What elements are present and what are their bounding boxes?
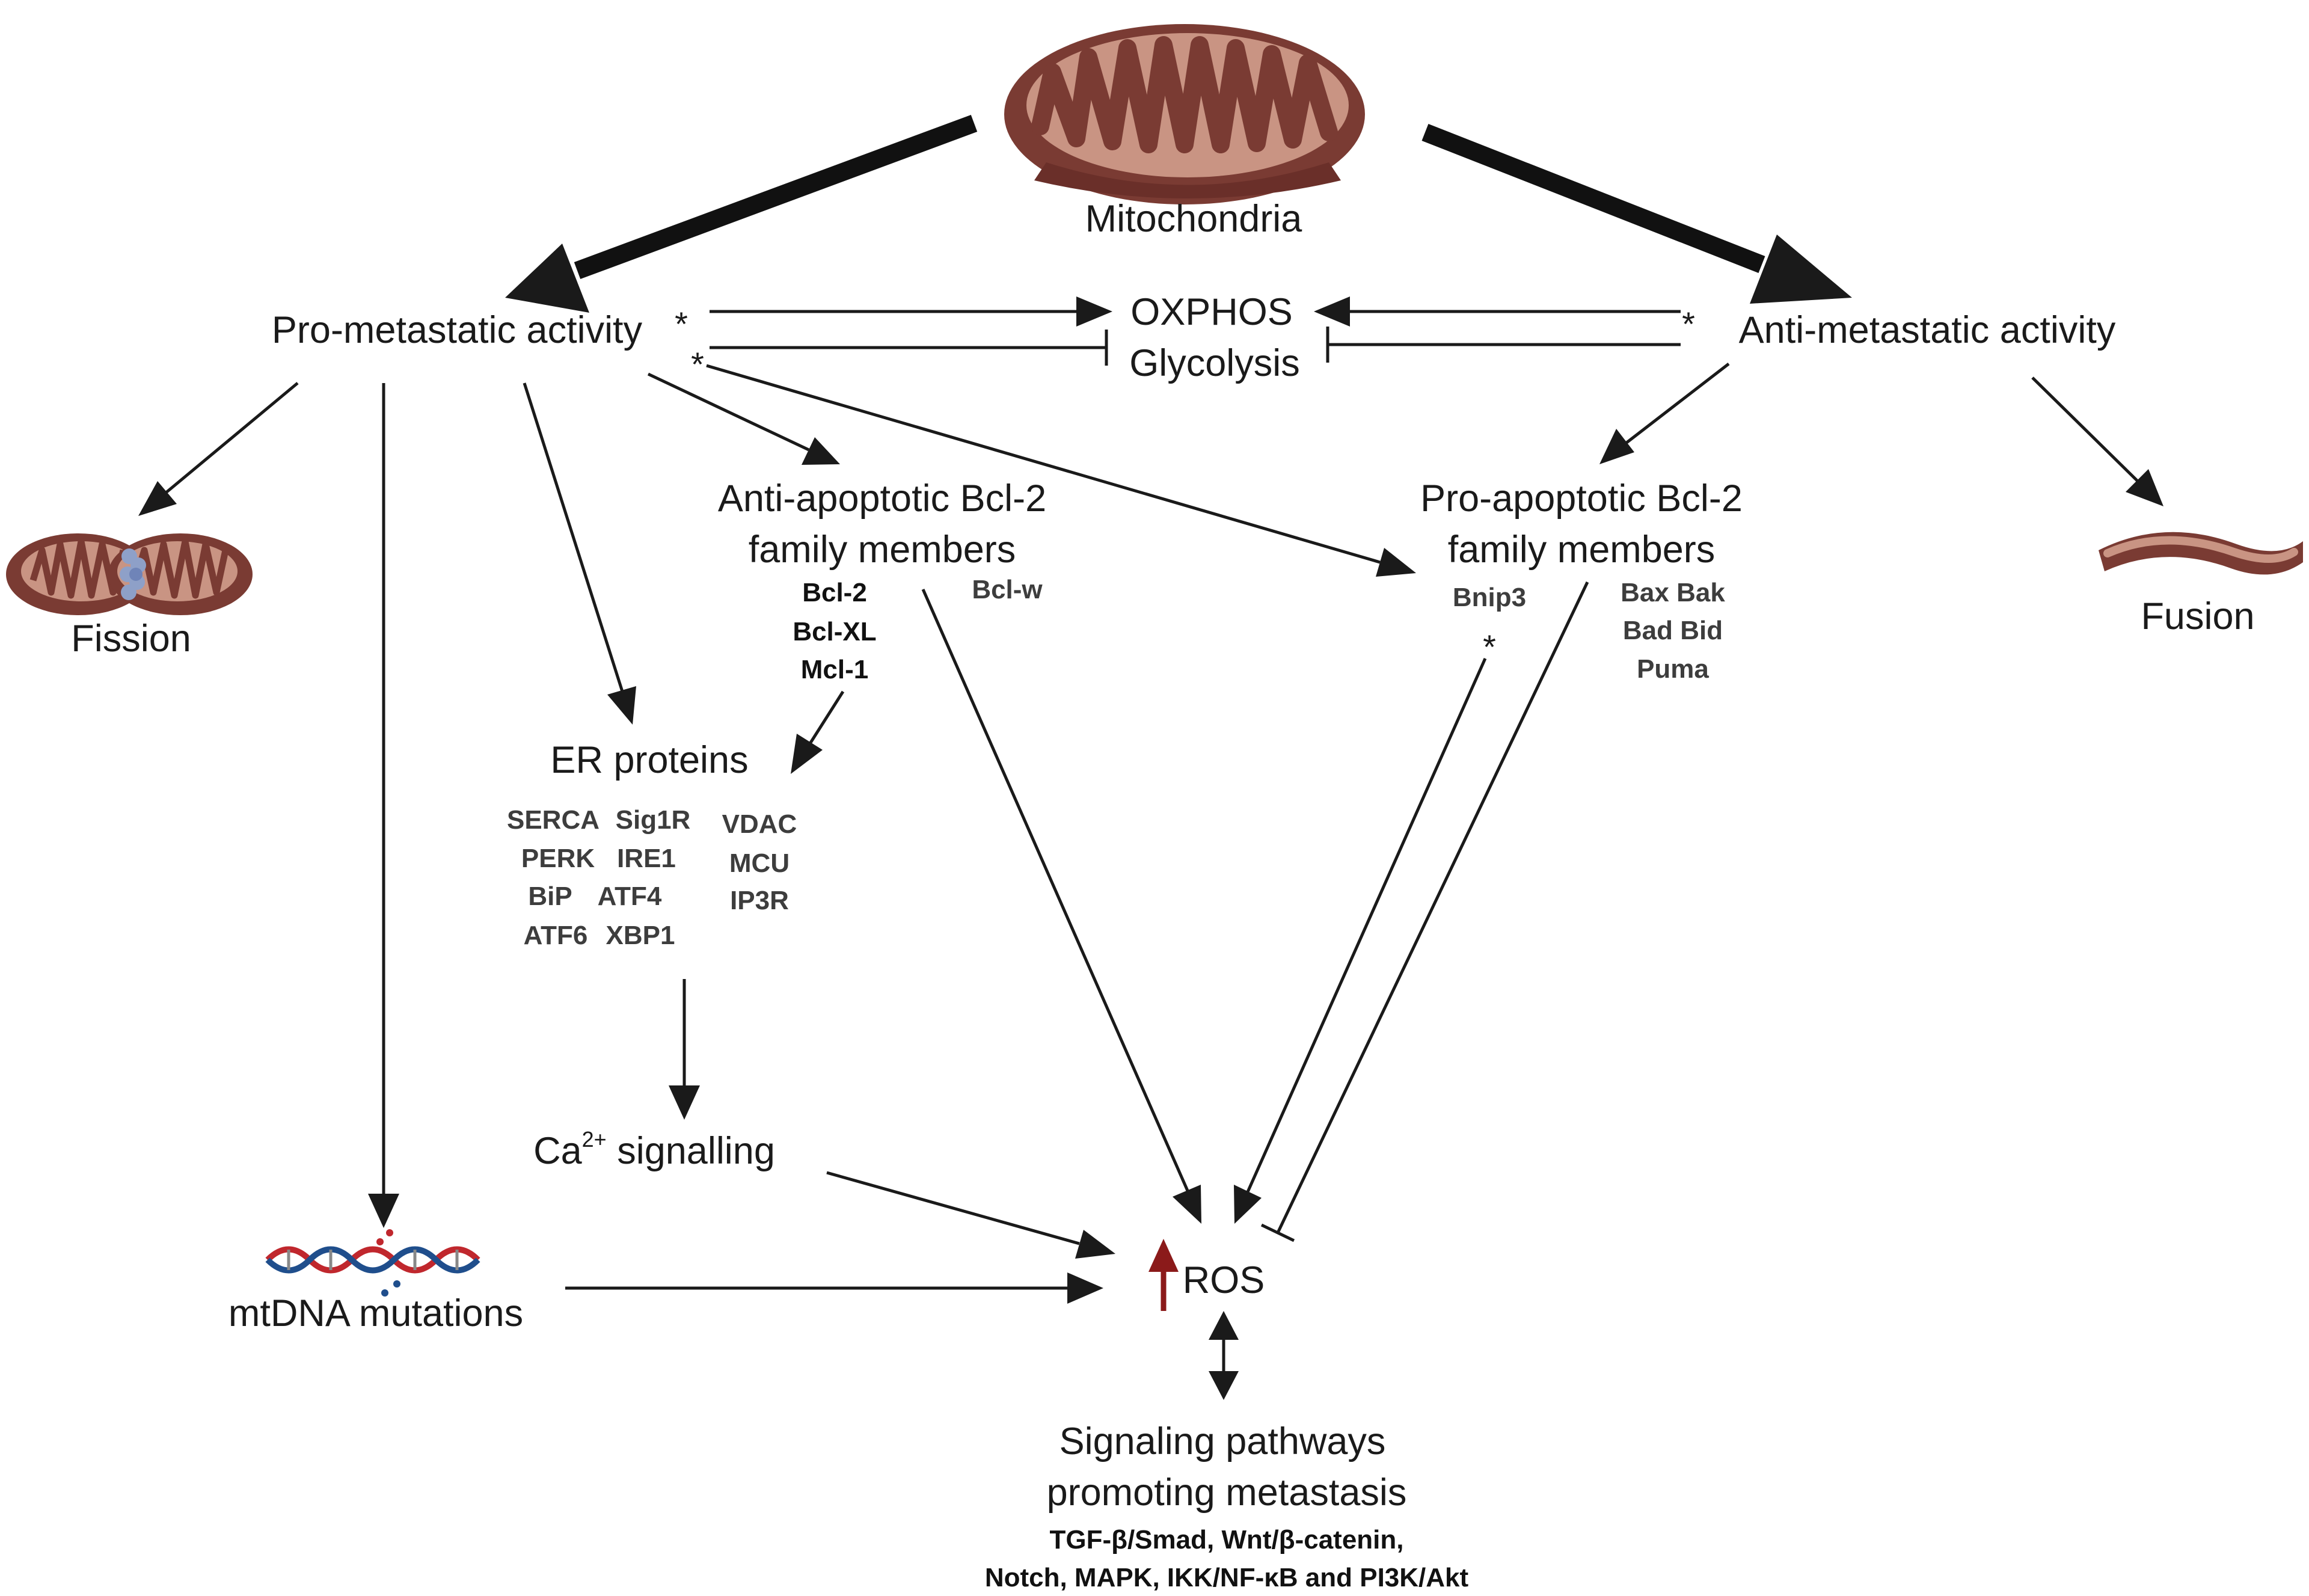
bnip3-to-ros-arrow bbox=[1234, 657, 1487, 1224]
ros-label: ROS bbox=[1183, 1259, 1265, 1301]
pathways-title-line1: Signaling pathways bbox=[1059, 1420, 1386, 1462]
pro-apoptotic-member: Puma bbox=[1637, 654, 1709, 684]
er-protein: SERCA bbox=[507, 805, 599, 835]
pathways-list-line1: TGF-β/Smad, Wnt/β-catenin, bbox=[1049, 1525, 1403, 1555]
pro-inhibits-glycolysis bbox=[710, 330, 1108, 366]
anti-apoptotic-member-bclw: Bcl-w bbox=[972, 575, 1043, 604]
pro-apoptotic-member: Bad Bid bbox=[1623, 616, 1723, 645]
oxphos-label: OXPHOS bbox=[1130, 291, 1293, 333]
er-protein: ATF6 bbox=[524, 921, 588, 950]
anti-apoptotic-member: Bcl-XL bbox=[793, 617, 876, 646]
anti-apoptotic-member: Mcl-1 bbox=[801, 655, 868, 684]
thick-arrow-right bbox=[1421, 124, 1852, 304]
star-marker: * bbox=[691, 345, 704, 383]
pro-metastatic-to-bnip3-arrow bbox=[706, 364, 1416, 577]
er-protein: MCU bbox=[729, 849, 790, 878]
er-protein: PERK bbox=[521, 844, 595, 873]
anti-apoptotic-to-ros-arrow bbox=[921, 588, 1201, 1224]
star-marker: * bbox=[1682, 305, 1695, 343]
pro-to-oxphos-arrow bbox=[710, 296, 1112, 327]
pathways-title-line2: promoting metastasis bbox=[1047, 1472, 1407, 1514]
ros-pathways-double-arrow bbox=[1209, 1311, 1239, 1400]
er-protein: IRE1 bbox=[617, 844, 676, 873]
bnip3-label: Bnip3 bbox=[1453, 583, 1526, 612]
anti-apoptotic-member: Bcl-2 bbox=[802, 578, 867, 607]
anti-apoptotic-title-line2: family members bbox=[749, 529, 1016, 571]
fusion-label: Fusion bbox=[2141, 595, 2254, 637]
pro-to-mtdna-arrow bbox=[368, 383, 399, 1228]
pro-metastatic-label: Pro-metastatic activity bbox=[272, 309, 643, 351]
pathways-list-line2: Notch, MAPK, IKK/NF-κB and PI3K/Akt bbox=[985, 1563, 1469, 1592]
er-to-ca-arrow bbox=[669, 979, 700, 1120]
thick-arrow-left bbox=[505, 114, 978, 313]
anti-apoptotic-title-line1: Anti-apoptotic Bcl-2 bbox=[718, 477, 1046, 520]
fission-mitochondrion-icon bbox=[6, 533, 253, 615]
anti-to-pro-apoptotic-arrow bbox=[1599, 363, 1730, 464]
star-marker: * bbox=[1483, 628, 1496, 666]
fission-label: Fission bbox=[71, 618, 191, 660]
er-protein: Sig1R bbox=[616, 805, 691, 835]
pro-to-fission-arrow bbox=[138, 382, 299, 516]
er-proteins-title: ER proteins bbox=[550, 739, 748, 781]
ca-prefix: Ca bbox=[533, 1130, 582, 1172]
ca-to-ros-arrow bbox=[826, 1171, 1115, 1259]
pro-apoptotic-member: Bax Bak bbox=[1621, 578, 1725, 607]
pro-to-anti-apoptotic-arrow bbox=[647, 372, 840, 465]
er-protein: XBP1 bbox=[606, 921, 675, 950]
mitochondria-label: Mitochondria bbox=[1085, 198, 1303, 240]
ca-superscript: 2+ bbox=[582, 1127, 607, 1152]
anti-to-fusion-arrow bbox=[2031, 376, 2163, 506]
mtdna-to-ros-arrow bbox=[565, 1272, 1103, 1304]
dna-helix-icon bbox=[265, 1229, 480, 1297]
pro-to-er-arrow bbox=[523, 382, 636, 725]
er-protein: IP3R bbox=[730, 886, 789, 915]
er-protein: ATF4 bbox=[598, 882, 662, 911]
anti-metastatic-label: Anti-metastatic activity bbox=[1739, 309, 2116, 351]
ca-signalling-label: Ca2+ signalling bbox=[533, 1127, 775, 1172]
mtdna-mutations-label: mtDNA mutations bbox=[228, 1292, 523, 1334]
er-protein: VDAC bbox=[722, 809, 797, 839]
star-marker: * bbox=[675, 305, 688, 343]
pro-apoptotic-title-line2: family members bbox=[1448, 529, 1716, 571]
pro-apoptotic-inhibits-ros bbox=[1260, 581, 1589, 1242]
glycolysis-label: Glycolysis bbox=[1129, 342, 1300, 384]
ros-increase-arrow-icon bbox=[1148, 1239, 1179, 1311]
pro-apoptotic-title-line1: Pro-apoptotic Bcl-2 bbox=[1420, 477, 1743, 520]
fusion-mitochondrion-icon bbox=[2099, 532, 2303, 575]
er-protein: BiP bbox=[528, 882, 572, 911]
anti-apoptotic-to-er-arrow bbox=[791, 690, 845, 774]
mitochondrion-icon bbox=[1004, 24, 1365, 204]
ca-suffix: signalling bbox=[607, 1130, 775, 1172]
anti-inhibits-glycolysis bbox=[1326, 327, 1681, 363]
anti-to-oxphos-arrow bbox=[1314, 296, 1681, 327]
